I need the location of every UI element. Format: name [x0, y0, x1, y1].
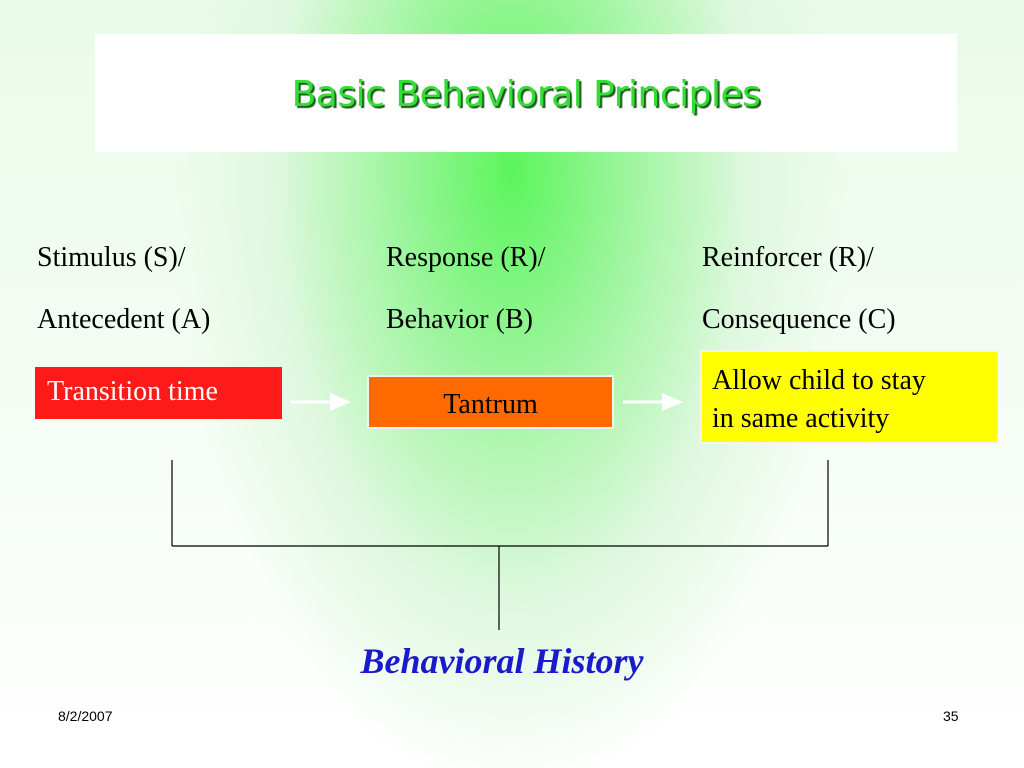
consequence-box-line-2: in same activity [712, 403, 890, 434]
reinforcer-label: Reinforcer (R)/ [702, 242, 874, 273]
behavior-label: Behavior (B) [386, 304, 533, 335]
behavior-box: Tantrum [367, 375, 614, 429]
antecedent-box: Transition time [35, 367, 282, 419]
consequence-label: Consequence (C) [702, 304, 896, 335]
slide-title: Basic Behavioral Principles [291, 74, 761, 115]
consequence-box: Allow child to stay in same activity [700, 350, 999, 444]
title-band: Basic Behavioral Principles [95, 34, 957, 152]
behavioral-history-label: Behavioral History [360, 641, 644, 681]
footer-date: 8/2/2007 [58, 708, 113, 724]
history-bracket [171, 460, 829, 630]
stimulus-label: Stimulus (S)/ [37, 242, 186, 273]
footer-page-number: 35 [943, 708, 959, 724]
antecedent-label: Antecedent (A) [37, 304, 211, 335]
response-label: Response (R)/ [386, 242, 546, 273]
consequence-box-line-1: Allow child to stay [712, 365, 926, 396]
